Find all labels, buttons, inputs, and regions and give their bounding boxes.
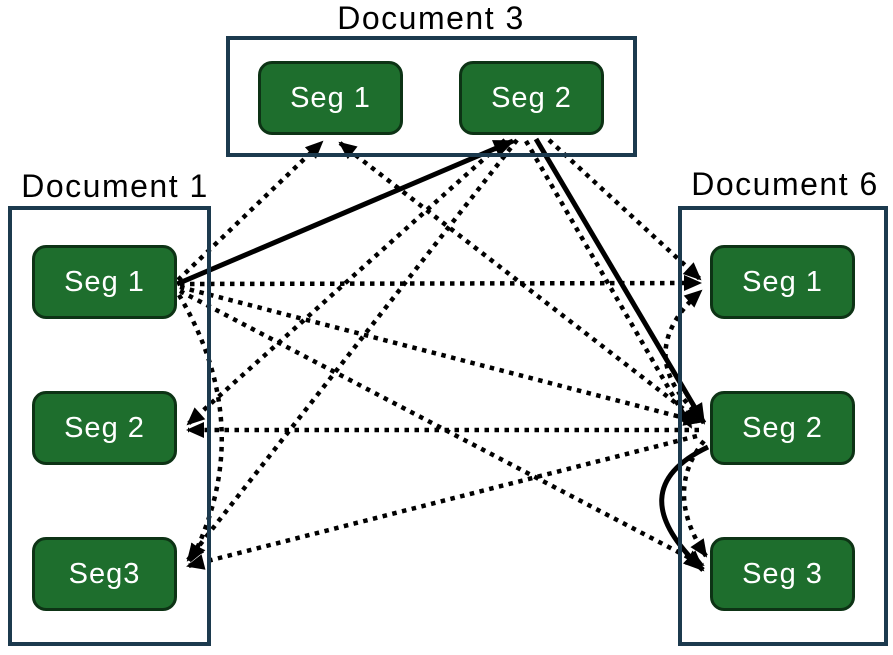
segment-label-d1s1: Seg 1 bbox=[64, 265, 145, 298]
edge-d1s1-d1s3 bbox=[177, 293, 224, 563]
segment-d6s2: Seg 2 bbox=[710, 391, 855, 465]
arrowhead-d3s2-d6s2 bbox=[686, 402, 706, 425]
arrowhead-d1s1-d6s1 bbox=[683, 275, 702, 292]
segment-label-d6s1: Seg 1 bbox=[742, 265, 823, 298]
segment-label-d6s3: Seg 3 bbox=[742, 557, 823, 590]
segment-d6s3: Seg 3 bbox=[710, 537, 855, 611]
segment-label-d1s3: Seg3 bbox=[68, 557, 141, 590]
segment-d3s1: Seg 1 bbox=[258, 61, 403, 135]
document-label-doc6: Document 6 bbox=[691, 166, 879, 202]
arrowhead-d3s2-d1s3 bbox=[186, 542, 205, 562]
segment-label-d1s2: Seg 2 bbox=[64, 411, 145, 444]
segment-label-d3s1: Seg 1 bbox=[290, 81, 371, 114]
edge-d6s2-d1s3 bbox=[187, 433, 698, 569]
segment-d1s3: Seg3 bbox=[32, 537, 177, 611]
edge-d6s2-d6s3-solid bbox=[659, 444, 710, 572]
document-box-doc6 bbox=[678, 206, 888, 646]
document-label-doc1: Document 1 bbox=[21, 168, 209, 204]
edge-d3s2-d1s3 bbox=[186, 138, 519, 562]
edge-d1s1-d3s2-solid bbox=[176, 138, 514, 287]
document-box-doc1 bbox=[8, 206, 211, 646]
edge-d3s2-d1s2 bbox=[186, 138, 507, 426]
arrowhead-d3s2-d1s2 bbox=[186, 407, 206, 426]
segment-d1s1: Seg 1 bbox=[32, 245, 177, 319]
segment-d6s1: Seg 1 bbox=[710, 245, 855, 319]
arrowhead-d1s1-d3s1 bbox=[304, 140, 324, 159]
segment-d3s2: Seg 2 bbox=[459, 61, 604, 135]
edge-d6s2-d6s1 bbox=[663, 289, 703, 419]
edge-d1s1-d3s1 bbox=[176, 140, 324, 282]
edge-d3s2-d6s1 bbox=[547, 138, 702, 281]
segment-label-d6s2: Seg 2 bbox=[742, 411, 823, 444]
arrowhead-d6s2-d1s2 bbox=[186, 422, 204, 438]
arrowhead-d6s2-d6s1 bbox=[683, 289, 703, 308]
arrowhead-d6s2-d6s3 bbox=[690, 538, 708, 558]
arrowhead-d6s2-d3s1 bbox=[338, 141, 358, 160]
arrowhead-d1s1-d6s3 bbox=[685, 550, 705, 566]
arrowhead-d6s2-d1s3 bbox=[186, 554, 206, 570]
segment-d1s2: Seg 2 bbox=[32, 391, 177, 465]
edge-d6s2-d6s3 bbox=[681, 439, 708, 558]
edge-d1s1-d6s3 bbox=[178, 289, 705, 567]
arrowhead-d1s1-d3s2 bbox=[491, 140, 515, 157]
edge-d1s1-d6s1 bbox=[179, 280, 701, 287]
document-label-doc3: Document 3 bbox=[337, 0, 525, 36]
document-box-doc3 bbox=[226, 36, 637, 157]
segment-label-d3s2: Seg 2 bbox=[491, 81, 572, 114]
arrowhead-d3s2-d6s1 bbox=[682, 262, 702, 281]
